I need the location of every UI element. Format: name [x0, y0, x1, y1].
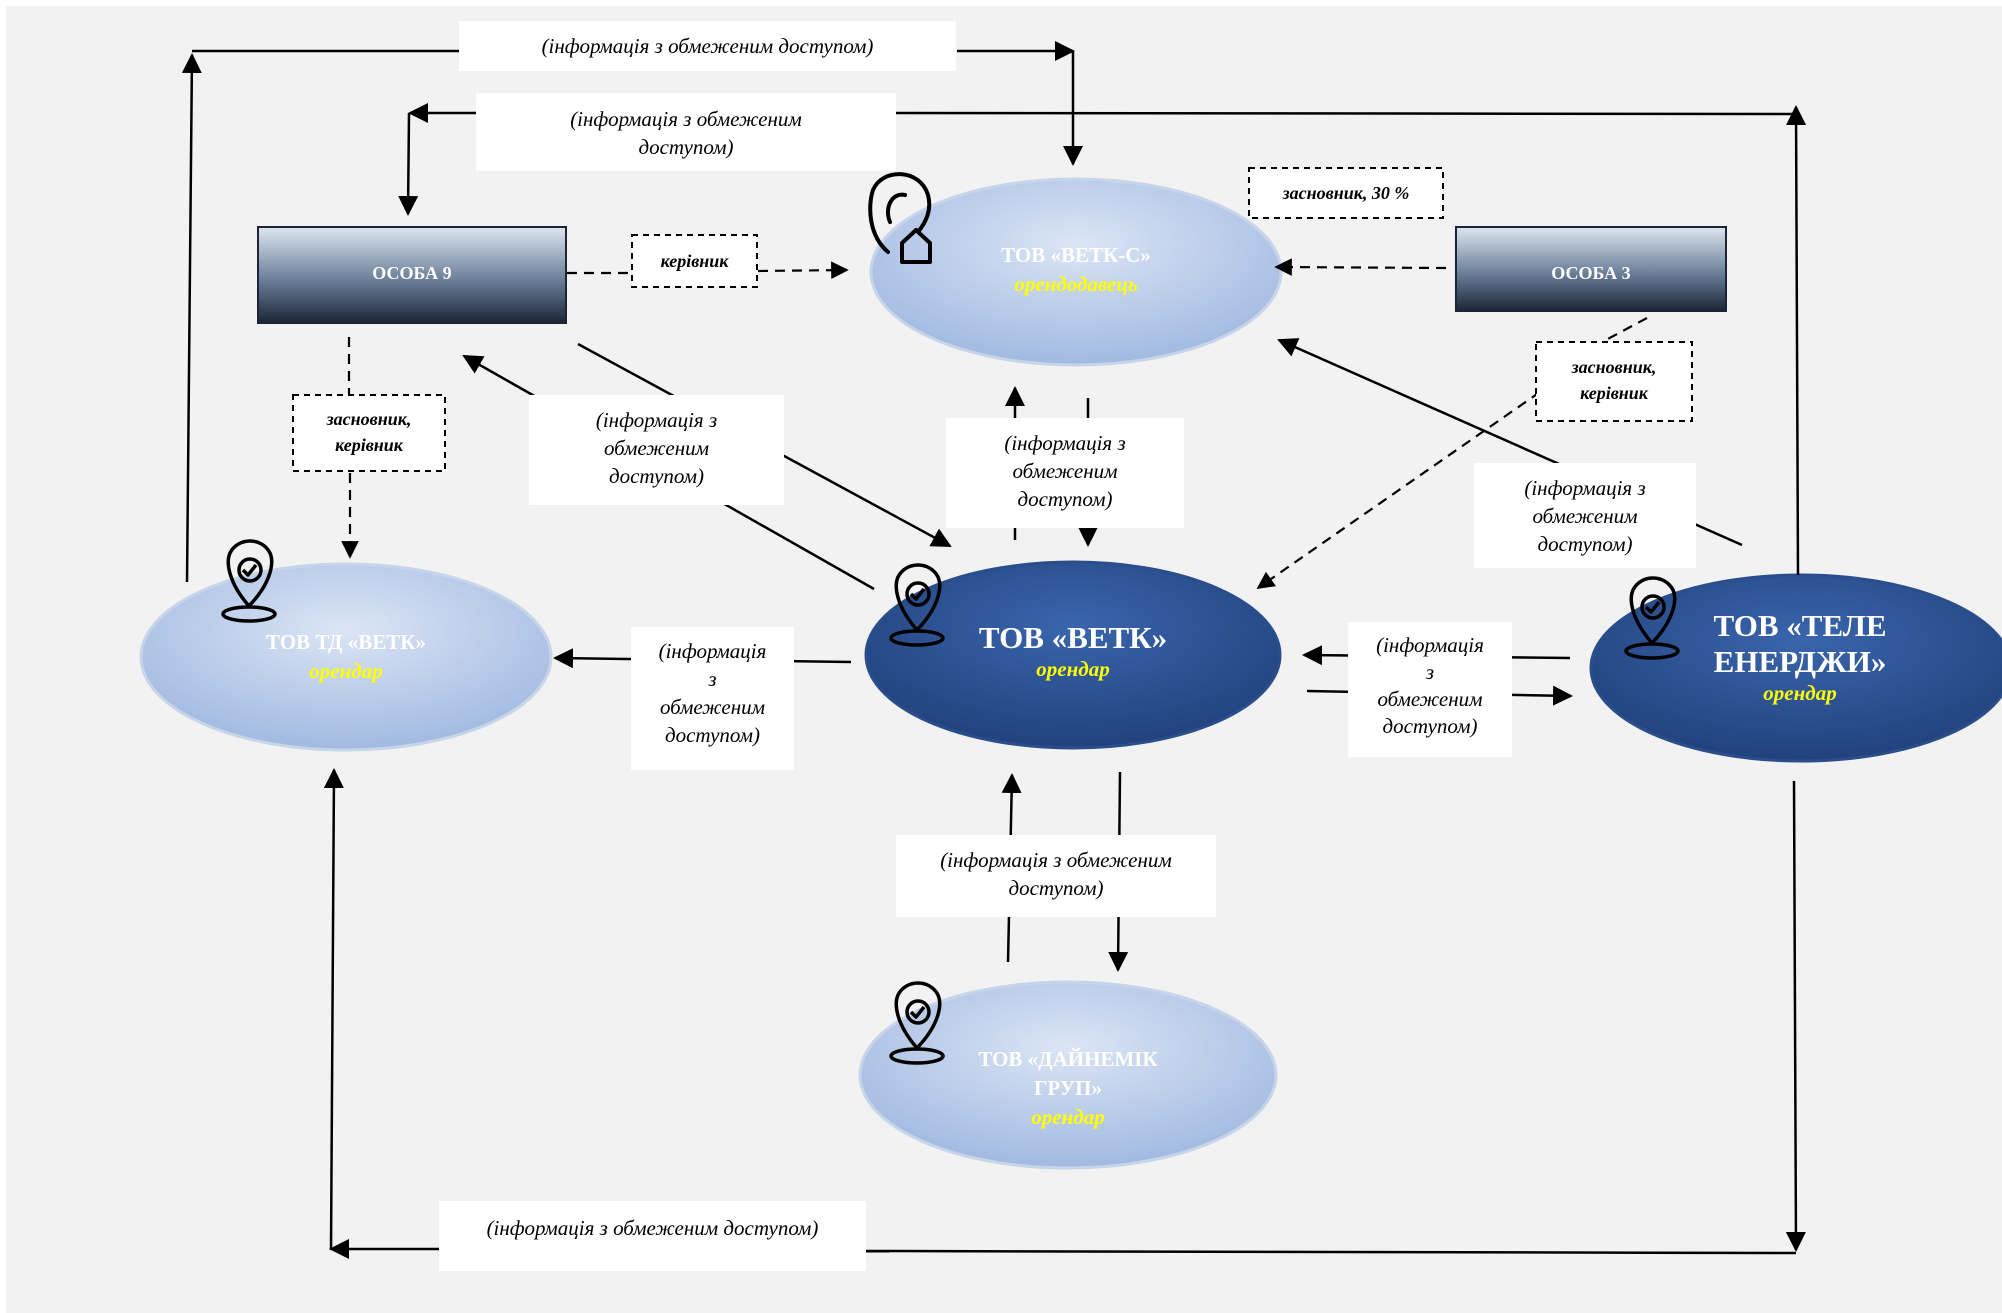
location-pin-check-icon — [221, 539, 277, 623]
info-left-mid-line3: доступом) — [608, 464, 704, 488]
location-pin-check-icon — [889, 563, 945, 647]
info-box-center — [946, 418, 1184, 528]
relation-left-line2: керівник — [335, 435, 403, 455]
arrow-up-to-td — [323, 768, 344, 1251]
node-vetk — [864, 560, 1282, 750]
info-right-line3: доступом) — [1537, 532, 1633, 556]
info-dynamic-line2: доступом) — [1008, 876, 1104, 900]
tele-role: орендар — [1763, 681, 1837, 705]
arrow-down-to-osoba9 — [398, 112, 419, 216]
relation-box-founder-manager-right — [1535, 341, 1693, 422]
relation-left-line1: засновник, — [326, 409, 412, 429]
info-td-line4: доступом) — [664, 723, 760, 747]
vetk-s-name: ТОВ «ВЕТК-С» — [1001, 243, 1151, 267]
relation-box-manager — [631, 234, 758, 288]
info-box-tele — [1348, 622, 1512, 757]
info-boxes — [439, 21, 1696, 1271]
vetk-s-label: ТОВ «ВЕТК-С» орендодавець — [946, 241, 1206, 299]
relation-right-line1: засновник, — [1571, 357, 1657, 377]
vetk-role: орендар — [1036, 657, 1110, 681]
info-td-line1: (інформація — [658, 639, 767, 663]
osoba3-label: ОСОБА 3 — [1551, 263, 1631, 283]
dynamic-role: орендар — [1031, 1105, 1105, 1129]
tele-label: ТОВ «ТЕЛЕ ЕНЕРДЖИ» орендар — [1660, 608, 1940, 706]
relation-manager-text: керівник — [660, 251, 729, 271]
dynamic-name-line1: ТОВ «ДАЙНЕМІК — [978, 1047, 1158, 1071]
info-second-text: (інформація з обмеженим доступом) — [476, 105, 896, 161]
info-bottom-text: (інформація з обмеженим доступом) — [486, 1216, 819, 1240]
dash-to-vetk — [1256, 391, 1541, 590]
tele-name-line2: ЕНЕРДЖИ» — [1713, 644, 1887, 679]
relation-box-founder-manager-left — [292, 394, 446, 472]
info-right-line1: (інформація з — [1524, 476, 1646, 500]
person-box-osoba9 — [257, 226, 567, 324]
vetk-name: ТОВ «ВЕТК» — [978, 620, 1168, 655]
node-td-vetk — [139, 562, 553, 752]
info-dynamic-line1: (інформація з обмеженим — [940, 848, 1172, 872]
info-box-td — [631, 627, 794, 770]
arrow-tele-up — [1786, 105, 1807, 576]
info-center-line3: доступом) — [1017, 487, 1113, 511]
info-tele-line2: з — [1425, 660, 1435, 684]
info-top-text: (інформація з обмеженим доступом) — [541, 34, 874, 58]
info-box-second — [476, 93, 896, 171]
vetk-s-role: орендодавець — [1014, 272, 1138, 296]
relation-founder30-text: засновник, 30 % — [1282, 183, 1410, 203]
info-tele-text: (інформація з обмеженим доступом) — [1348, 632, 1512, 740]
info-dynamic-text: (інформація з обмеженим доступом) — [896, 846, 1216, 902]
info-center-text: (інформація з обмеженим доступом) — [946, 429, 1184, 513]
td-vetk-label: ТОВ ТД «ВЕТК» орендар — [226, 628, 466, 686]
line-second-right — [895, 111, 1797, 116]
location-pin-check-icon — [1624, 576, 1680, 660]
info-tele-line1: (інформація — [1376, 633, 1484, 657]
info-center-line1: (інформація з — [1004, 431, 1126, 455]
td-vetk-name: ТОВ ТД «ВЕТК» — [266, 630, 426, 654]
dash-osoba3-to-vetk-s — [1274, 258, 1447, 276]
node-tele-energy — [1589, 573, 2002, 763]
info-left-mid-line1: (інформація з — [595, 408, 718, 432]
dash-osoba3-down — [1603, 317, 1648, 342]
dynamic-name-line2: ГРУП» — [1034, 1076, 1102, 1100]
info-tele-line3: обмеженим — [1377, 687, 1483, 711]
info-right-text: (інформація з обмеженим доступом) — [1474, 474, 1696, 558]
vetk-label: ТОВ «ВЕТК» орендар — [943, 620, 1203, 682]
ear-house-icon — [868, 172, 932, 264]
info-td-text: (інформація з обмеженим доступом) — [631, 637, 794, 749]
dashed-connectors — [341, 258, 1648, 590]
osoba9-label: ОСОБА 9 — [372, 263, 452, 283]
info-td-line3: обмеженим — [659, 695, 766, 719]
info-second-line2: доступом) — [638, 135, 734, 159]
info-center-line2: обмеженим — [1012, 459, 1118, 483]
info-box-dynamic — [896, 835, 1216, 917]
info-left-mid-text: (інформація з обмеженим доступом) — [529, 406, 784, 490]
td-vetk-role: орендар — [309, 659, 383, 683]
info-left-mid-line2: обмеженим — [603, 436, 710, 460]
info-tele-line4: доступом) — [1382, 714, 1478, 738]
relation-box-founder30 — [1248, 167, 1444, 219]
arrow-tele-down — [1785, 780, 1806, 1252]
arrow-td-up — [181, 53, 202, 583]
info-td-line2: з — [708, 667, 717, 691]
person-box-osoba3 — [1455, 226, 1727, 312]
relation-right-line2: керівник — [1580, 383, 1648, 403]
relation-boxes — [292, 167, 1693, 472]
relation-founder-manager-left-text: засновник, керівник — [293, 406, 445, 458]
info-box-bottom — [439, 1201, 866, 1271]
tele-name-line1: ТОВ «ТЕЛЕ — [1713, 608, 1887, 643]
relation-founder-manager-right-text: засновник, керівник — [1536, 354, 1692, 406]
info-second-line1: (інформація з обмеженим — [570, 107, 802, 131]
info-right-line2: обмеженим — [1532, 504, 1638, 528]
dash-manager-to-vetk-s — [757, 261, 849, 279]
info-box-top — [459, 21, 956, 71]
line-bottom — [865, 1249, 1797, 1255]
info-box-right — [1474, 463, 1696, 568]
dynamic-label: ТОВ «ДАЙНЕМІК ГРУП» орендар — [948, 1045, 1188, 1132]
location-pin-check-icon — [889, 981, 945, 1065]
info-box-left-mid — [529, 395, 784, 505]
node-dynamic-group — [858, 980, 1278, 1170]
